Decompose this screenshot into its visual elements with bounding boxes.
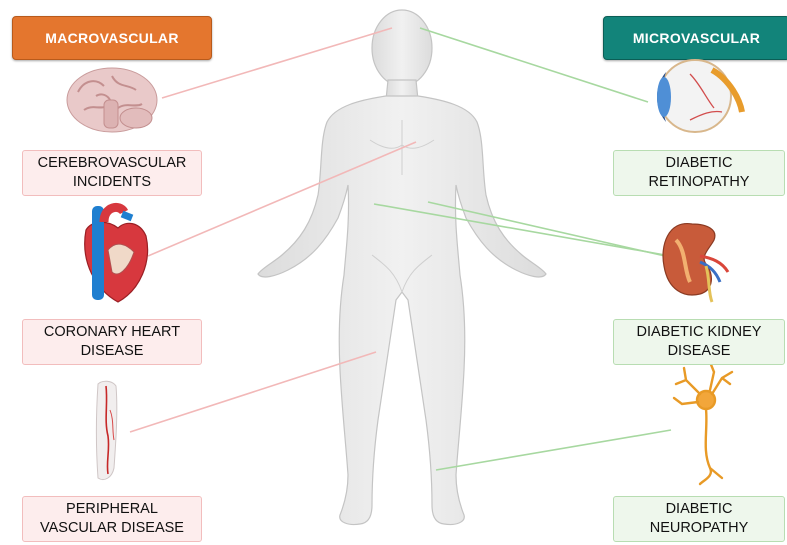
neuron-icon [674,362,732,484]
label-line: DISEASE [637,342,762,361]
label-line: NEUROPATHY [650,519,749,538]
label-cerebrovascular-incidents: CEREBROVASCULAR INCIDENTS [22,150,202,196]
label-line: INCIDENTS [38,173,187,192]
label-line: DIABETIC [649,154,750,173]
label-line: RETINOPATHY [649,173,750,192]
label-diabetic-neuropathy: DIABETIC NEUROPATHY [613,496,785,542]
brain-icon [67,68,157,132]
label-line: PERIPHERAL [40,500,184,519]
label-line: CEREBROVASCULAR [38,154,187,173]
label-line: DIABETIC KIDNEY [637,323,762,342]
label-diabetic-retinopathy: DIABETIC RETINOPATHY [613,150,785,196]
heart-icon [85,206,148,302]
label-line: VASCULAR DISEASE [40,519,184,538]
leg-vessels-icon [97,381,117,479]
label-line: DISEASE [44,342,180,361]
label-diabetic-kidney-disease: DIABETIC KIDNEY DISEASE [613,319,785,365]
label-coronary-heart-disease: CORONARY HEART DISEASE [22,319,202,365]
label-peripheral-vascular-disease: PERIPHERAL VASCULAR DISEASE [22,496,202,542]
kidney-icon [663,224,728,302]
human-body-icon [258,10,546,525]
label-line: DIABETIC [650,500,749,519]
eye-icon [657,60,742,132]
label-line: CORONARY HEART [44,323,180,342]
